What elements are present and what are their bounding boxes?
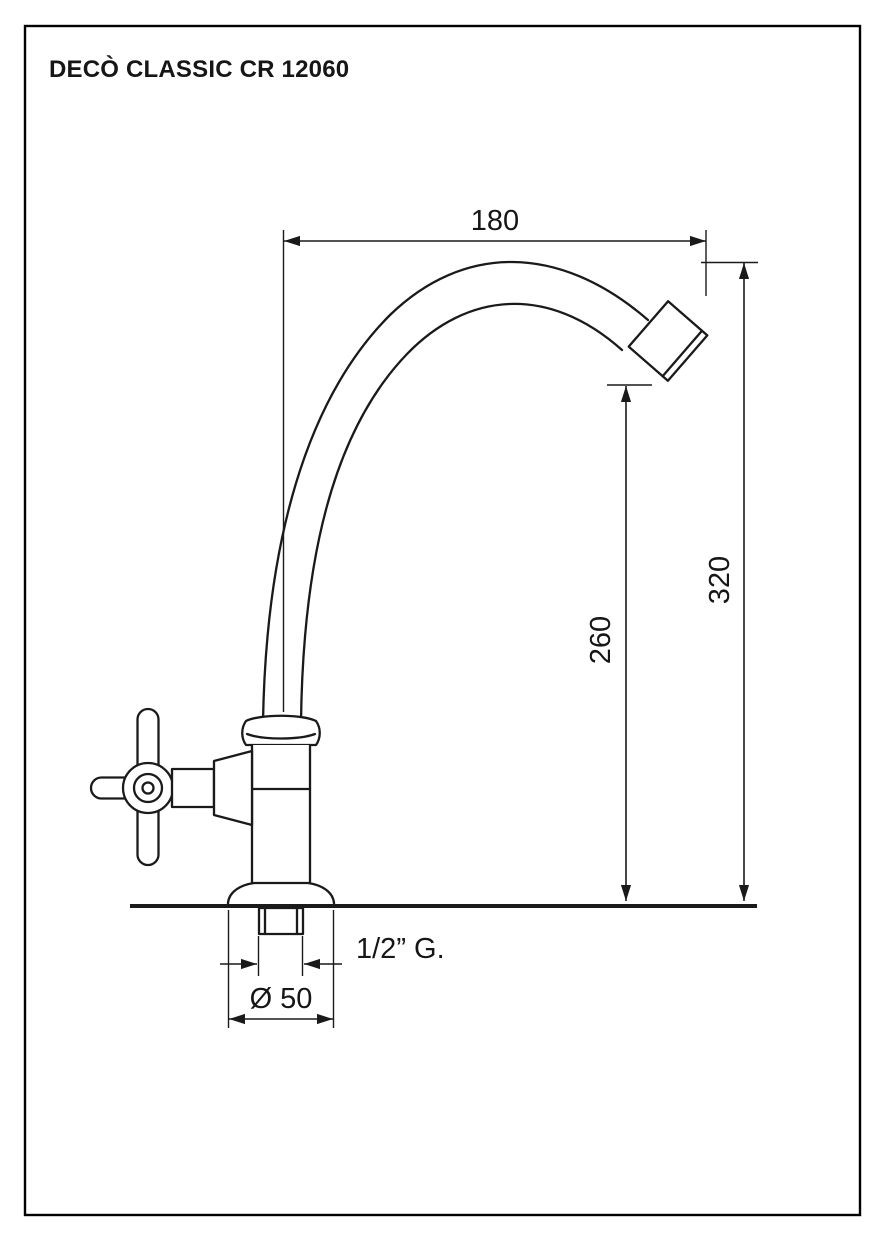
inlet-pipe-outline (257, 906, 305, 936)
handle-hub-outer (121, 761, 175, 815)
faucet-handle (89, 707, 254, 867)
dim-label-spout-reach: 180 (471, 205, 519, 237)
faucet-collar (241, 714, 321, 747)
product-title: DECÒ CLASSIC CR 12060 (49, 55, 349, 83)
dimension-overall-height: 320 (701, 261, 758, 901)
spout-inner-contour (299, 302, 624, 724)
collar-outline (241, 714, 321, 747)
dim-label-thread: 1/2” G. (356, 933, 445, 965)
faucet-base-flange (226, 881, 336, 908)
body-fill (252, 745, 310, 885)
page-border-frame (23, 24, 862, 1217)
dim-label-base-diameter: Ø 50 (250, 983, 313, 1015)
dimension-spout-reach: 180 (282, 205, 707, 712)
handle-bonnet-cone (212, 749, 254, 827)
handle-neck (170, 767, 216, 809)
spout-fill (263, 261, 648, 722)
handle-hub-inner (132, 772, 164, 804)
dimension-thread: 1/2” G. (220, 933, 445, 976)
dim-label-outlet-height: 260 (585, 616, 617, 664)
dim-label-overall-height: 320 (704, 556, 736, 604)
dimension-base-diameter: Ø 50 (227, 910, 335, 1028)
faucet-nozzle (627, 300, 709, 382)
nozzle-body (627, 300, 709, 382)
inlet-pipe (257, 906, 305, 936)
faucet-body (250, 743, 312, 887)
handle-hub-center (141, 781, 155, 795)
faucet-spout (261, 260, 650, 724)
dimension-outlet-height: 260 (585, 384, 652, 901)
nozzle-band-line (661, 329, 704, 378)
spout-outer-contour (261, 260, 650, 724)
collar-middle-arc (245, 732, 317, 740)
